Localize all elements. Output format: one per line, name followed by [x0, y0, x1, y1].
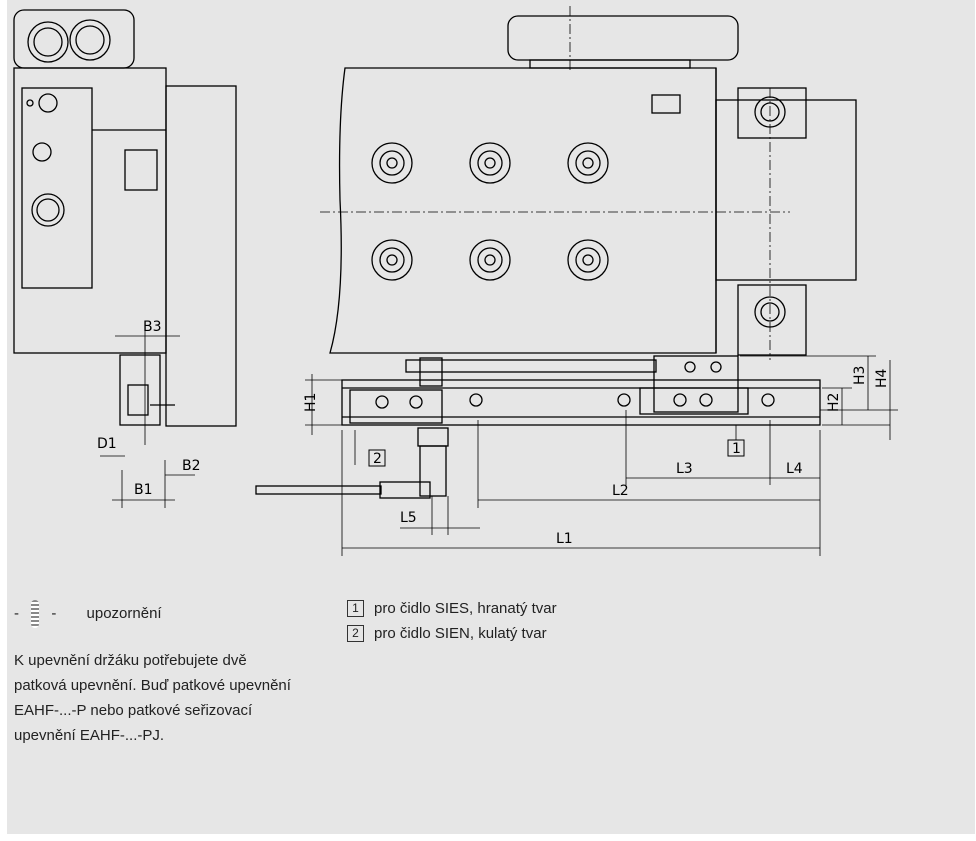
- dim-b1: B1: [134, 482, 153, 498]
- dim-h3: H3: [852, 366, 868, 385]
- dim-l4: L4: [786, 461, 803, 477]
- legend-item: 1 pro čidlo SIES, hranatý tvar: [347, 600, 557, 617]
- svg-text:1: 1: [732, 441, 741, 457]
- marker-2: 2: [354, 430, 386, 467]
- legend-item: 2 pro čidlo SIEN, kulatý tvar: [347, 625, 547, 642]
- dimension-labels: B3 D1 B2 B1 H1 H2 H3 H4 L1 L2 L3 L4 L5: [97, 319, 890, 547]
- marker-1: 1: [727, 425, 745, 457]
- dimension-lines: [100, 325, 898, 556]
- notice-dash-right: -: [51, 604, 57, 622]
- legend-number-box: 1: [347, 600, 364, 617]
- dim-l5: L5: [400, 510, 417, 526]
- notice-icon: [31, 600, 40, 628]
- dim-l3: L3: [676, 461, 693, 477]
- notice-body: K upevnění držáku potřebujete dvě patkov…: [14, 652, 291, 744]
- legend-number-box: 2: [347, 625, 364, 642]
- dim-l2: L2: [612, 483, 629, 499]
- main-view: [320, 6, 857, 360]
- notice-dash-left: -: [14, 604, 19, 622]
- dim-h2: H2: [826, 393, 842, 412]
- svg-text:2: 2: [373, 451, 382, 467]
- notice-title: upozornění: [86, 604, 162, 622]
- legend-text: pro čidlo SIES, hranatý tvar: [374, 600, 557, 617]
- dim-h4: H4: [874, 368, 890, 388]
- sensor-rail: [255, 355, 821, 499]
- dim-l1: L1: [556, 531, 573, 547]
- dim-d1: D1: [97, 436, 117, 452]
- dim-b3: B3: [143, 319, 162, 335]
- dim-b2: B2: [182, 458, 201, 474]
- legend-text: pro čidlo SIEN, kulatý tvar: [374, 625, 547, 642]
- dim-h1: H1: [303, 393, 319, 412]
- notice-header: - - upozornění: [14, 600, 162, 628]
- side-view: [13, 9, 237, 427]
